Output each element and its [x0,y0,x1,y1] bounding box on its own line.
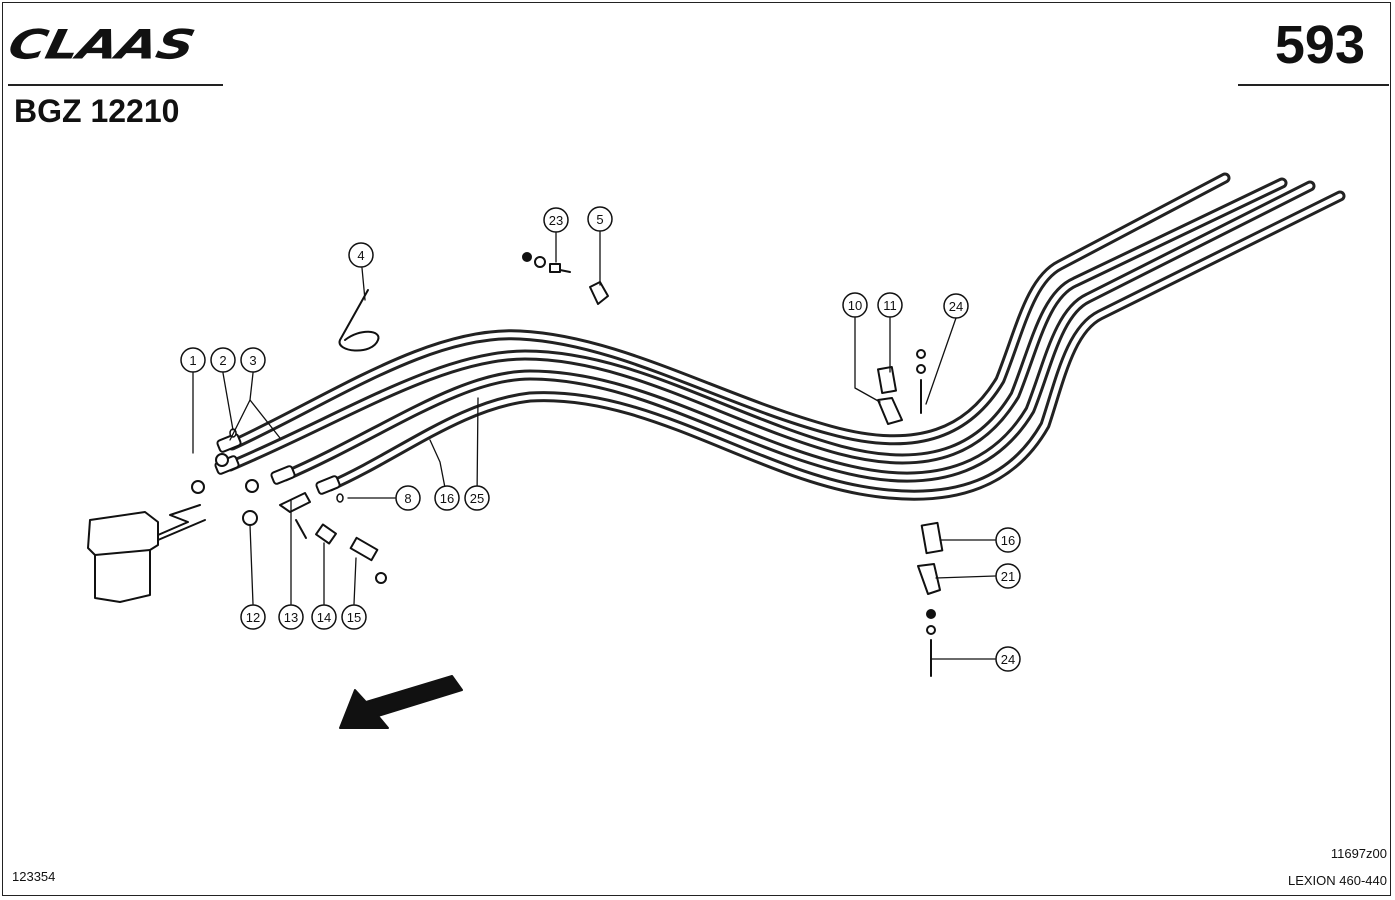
callout-24-bottom: 24 [995,646,1021,672]
svg-text:11: 11 [883,298,897,313]
callout-4: 4 [348,242,374,268]
leader-lines [192,231,996,660]
svg-text:25: 25 [470,491,484,506]
svg-text:24: 24 [949,299,963,314]
callout-22: 21 [995,563,1021,589]
page-number: 593 [1274,15,1365,75]
svg-text:5: 5 [596,212,603,227]
reference-code: 11697z00 [1330,846,1387,861]
callout-14: 14 [311,604,337,630]
svg-text:24: 24 [1001,652,1015,667]
callout-21: 16 [995,527,1021,553]
svg-text:10: 10 [848,298,862,313]
svg-text:3: 3 [249,353,256,368]
svg-text:21: 21 [1001,569,1015,584]
callout-10: 10 [842,292,868,318]
svg-text:13: 13 [284,610,298,625]
logo-rule [8,84,223,86]
svg-text:14: 14 [317,610,331,625]
adapter-fittings [191,453,387,584]
callout-5: 5 [587,206,613,232]
svg-text:2: 2 [219,353,226,368]
group-code: BGZ 12210 [14,93,180,129]
direction-arrow [339,675,463,729]
callout-25: 25 [464,485,490,511]
svg-text:4: 4 [357,248,364,263]
hose-end-fittings [214,433,341,495]
callout-8: 8 [395,485,421,511]
callout-23-top: 23 [543,207,569,233]
model-label: LEXION 460-440 [1287,873,1387,888]
svg-text:8: 8 [404,491,411,506]
hose-4 [324,190,1346,501]
svg-text:16: 16 [1001,533,1015,548]
hose-3 [279,180,1316,483]
callout-1: 1 [180,347,206,373]
clamp-assembly-lower [917,521,944,677]
callout-11: 11 [877,292,903,318]
svg-text:12: 12 [246,610,260,625]
svg-text:16: 16 [440,491,454,506]
callout-15: 15 [341,604,367,630]
valve-block [87,504,206,603]
callout-12: 12 [240,604,266,630]
callout-3: 3 [240,347,266,373]
callout-24-top: 24 [943,293,969,319]
hose-1 [226,172,1231,451]
svg-text:1: 1 [189,353,196,368]
svg-text:23: 23 [549,213,563,228]
clamp-assembly-top [522,252,609,305]
callout-2: 2 [210,347,236,373]
page-number-rule [1238,84,1389,86]
drawing-number: 123354 [12,869,56,884]
cable-tie [338,289,380,352]
callout-16: 16 [434,485,460,511]
svg-text:15: 15 [347,610,361,625]
callout-13: 13 [278,604,304,630]
hose-2 [224,177,1288,472]
clamp-assembly-middle [877,349,926,425]
